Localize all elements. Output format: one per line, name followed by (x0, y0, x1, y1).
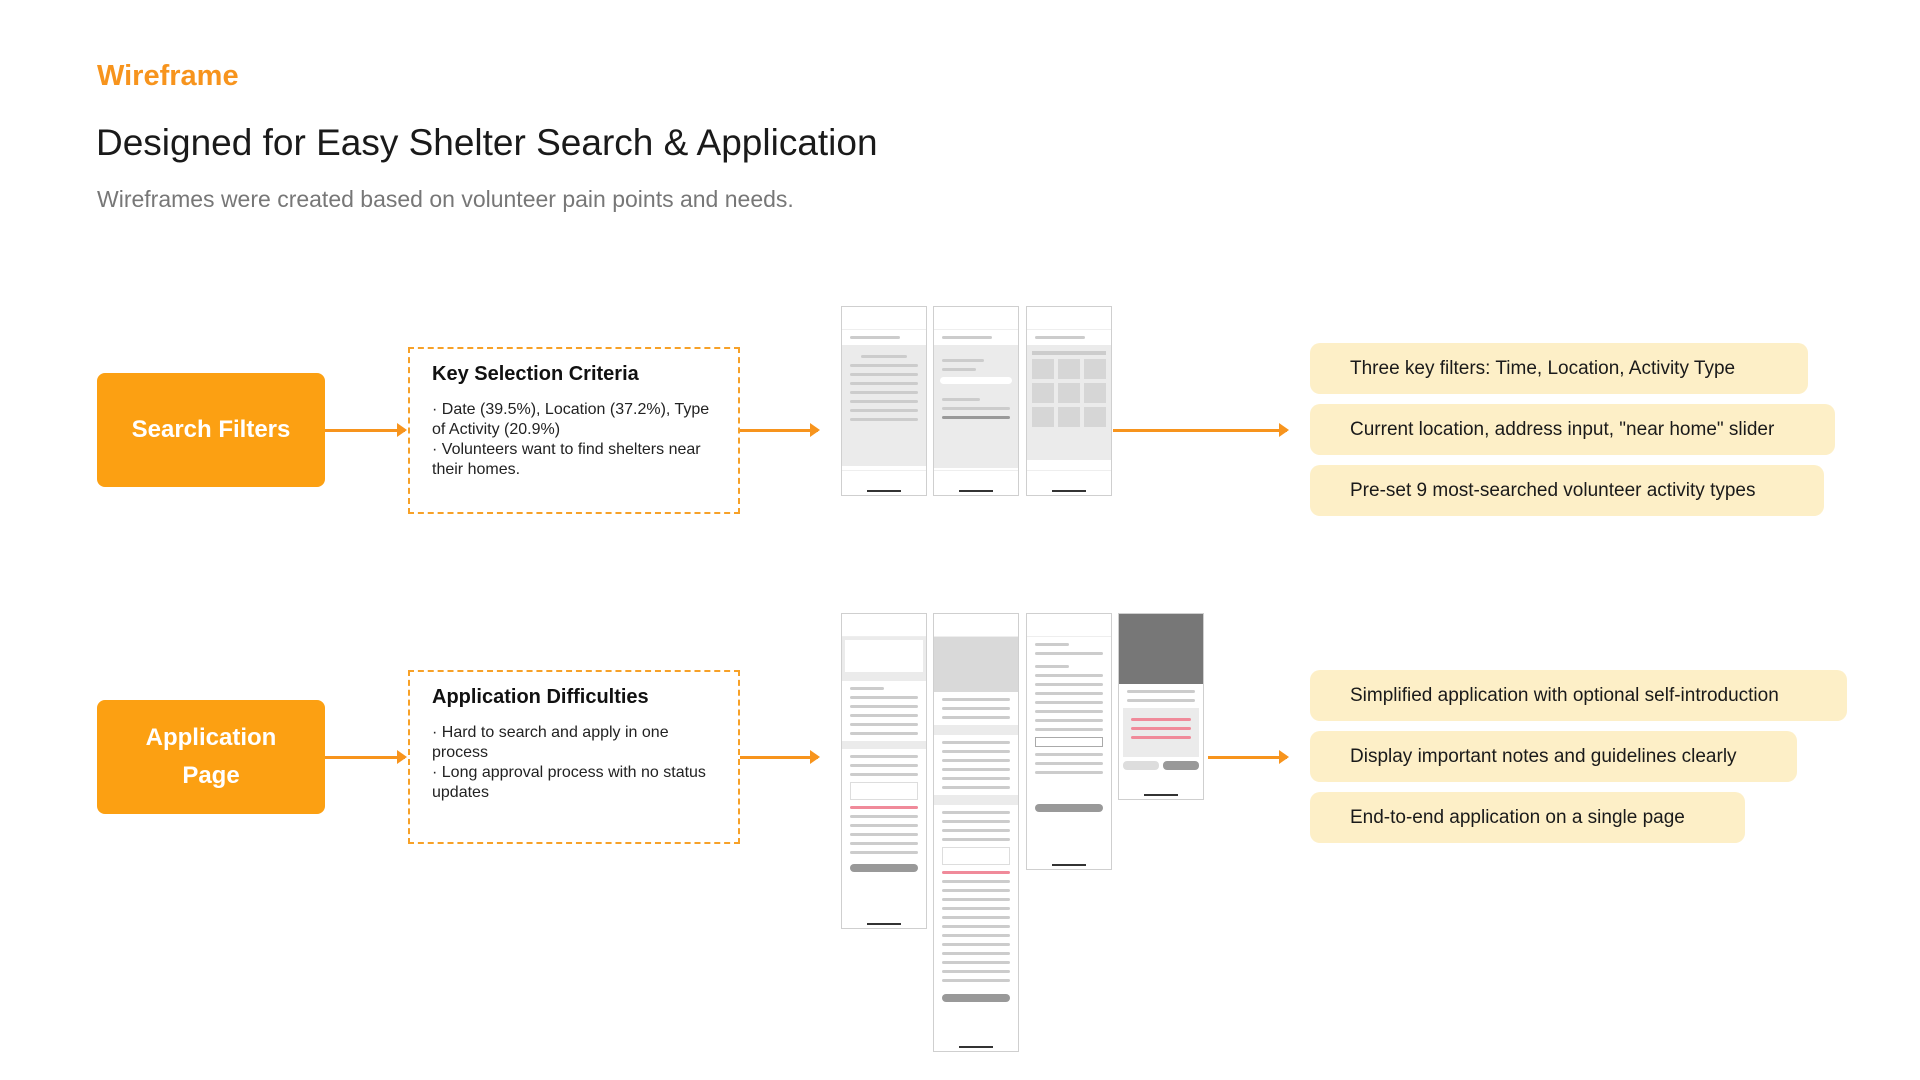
insight-line: · Date (39.5%), Location (37.2%), Type o… (432, 401, 710, 438)
insight-title: Key Selection Criteria (432, 363, 639, 385)
insight-box-application: Application Difficulties · Hard to searc… (408, 670, 740, 844)
insight-line: · Volunteers want to find shelters near … (432, 441, 701, 478)
page-title: Designed for Easy Shelter Search & Appli… (96, 122, 878, 163)
outcome-pill: Current location, address input, "near h… (1310, 404, 1835, 455)
outcome-pill: Display important notes and guidelines c… (1310, 731, 1797, 782)
page-subtitle: Wireframes were created based on volunte… (97, 186, 794, 212)
arrow (1113, 423, 1289, 437)
outcome-pill: End-to-end application on a single page (1310, 792, 1745, 843)
wireframe-location-filter (933, 306, 1019, 496)
arrow (1208, 750, 1289, 764)
outcome-pill: Simplified application with optional sel… (1310, 670, 1847, 721)
wireframe-application-step1 (841, 613, 927, 929)
wireframe-application-modal (1118, 613, 1204, 800)
outcome-pill: Three key filters: Time, Location, Activ… (1310, 343, 1808, 394)
section-kicker: Wireframe (97, 60, 239, 92)
wireframe-activity-filter (1026, 306, 1112, 496)
insight-box-search: Key Selection Criteria · Date (39.5%), L… (408, 347, 740, 514)
insight-title: Application Difficulties (432, 686, 649, 708)
insight-line: · Long approval process with no status u… (432, 764, 706, 801)
arrow (740, 750, 820, 764)
wireframe-application-step2 (933, 613, 1019, 1052)
arrow (325, 750, 407, 764)
arrow (325, 423, 407, 437)
arrow (740, 423, 820, 437)
insight-line: · Hard to search and apply in one proces… (432, 724, 669, 761)
category-application-page: Application Page (97, 700, 325, 814)
wireframe-application-confirm (1026, 613, 1112, 870)
category-search-filters: Search Filters (97, 373, 325, 487)
wireframe-time-filter (841, 306, 927, 496)
outcome-pill: Pre-set 9 most-searched volunteer activi… (1310, 465, 1824, 516)
